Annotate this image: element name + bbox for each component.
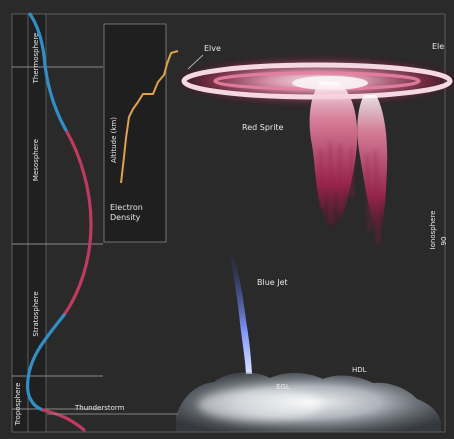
hdl-label: HDL — [352, 366, 367, 374]
red-sprite-label: Red Sprite — [242, 123, 284, 132]
thunderstorm-group: Thunderstorm HDL EGL — [47, 366, 441, 432]
elve-label-leader — [187, 54, 204, 70]
electron-density-panel: Electron Density Altitude (km) — [103, 23, 179, 243]
elve-label: Elve — [204, 44, 221, 53]
temperature-curve-surface — [41, 408, 86, 432]
temperature-curve-lower — [25, 313, 66, 412]
blue-jet-label: Blue Jet — [257, 278, 288, 287]
electron-density-curve — [120, 50, 179, 184]
thunderstorm-label: Thunderstorm — [74, 404, 125, 412]
layer-column-group: Thermosphere Mesosphere Stratosphere Tro… — [11, 13, 103, 433]
altitude-label: Altitude (km) — [110, 117, 118, 163]
red-sprite-tendrils — [319, 142, 380, 245]
red-sprite-plume-right — [357, 95, 388, 240]
ionosphere-label: Ionosphere — [429, 211, 437, 250]
blue-jet-beam — [229, 250, 252, 374]
layer-column-inner — [27, 13, 47, 433]
temperature-curve-upper — [28, 12, 69, 134]
temperature-curve-mesosphere — [62, 130, 93, 317]
cloud-left-label: EGL — [276, 383, 290, 391]
electron-density-label-line-1: Electron — [110, 203, 143, 212]
troposphere-label: Troposphere — [14, 383, 22, 427]
thunderstorm-core — [198, 389, 322, 421]
blue-jet-group: Blue Jet — [229, 250, 288, 374]
thermosphere-label: Thermosphere — [32, 33, 40, 85]
electron-density-label-line-2: Density — [110, 213, 141, 222]
altitude-tick-label: 90 — [440, 237, 448, 246]
mesosphere-label: Mesosphere — [32, 139, 40, 181]
elve-right-label: Ele — [432, 42, 444, 51]
red-sprite-group: Red Sprite — [242, 82, 388, 245]
layer-column-outer — [11, 13, 29, 433]
stratosphere-label: Stratosphere — [32, 291, 40, 336]
electron-density-label: Electron Density — [110, 203, 145, 222]
